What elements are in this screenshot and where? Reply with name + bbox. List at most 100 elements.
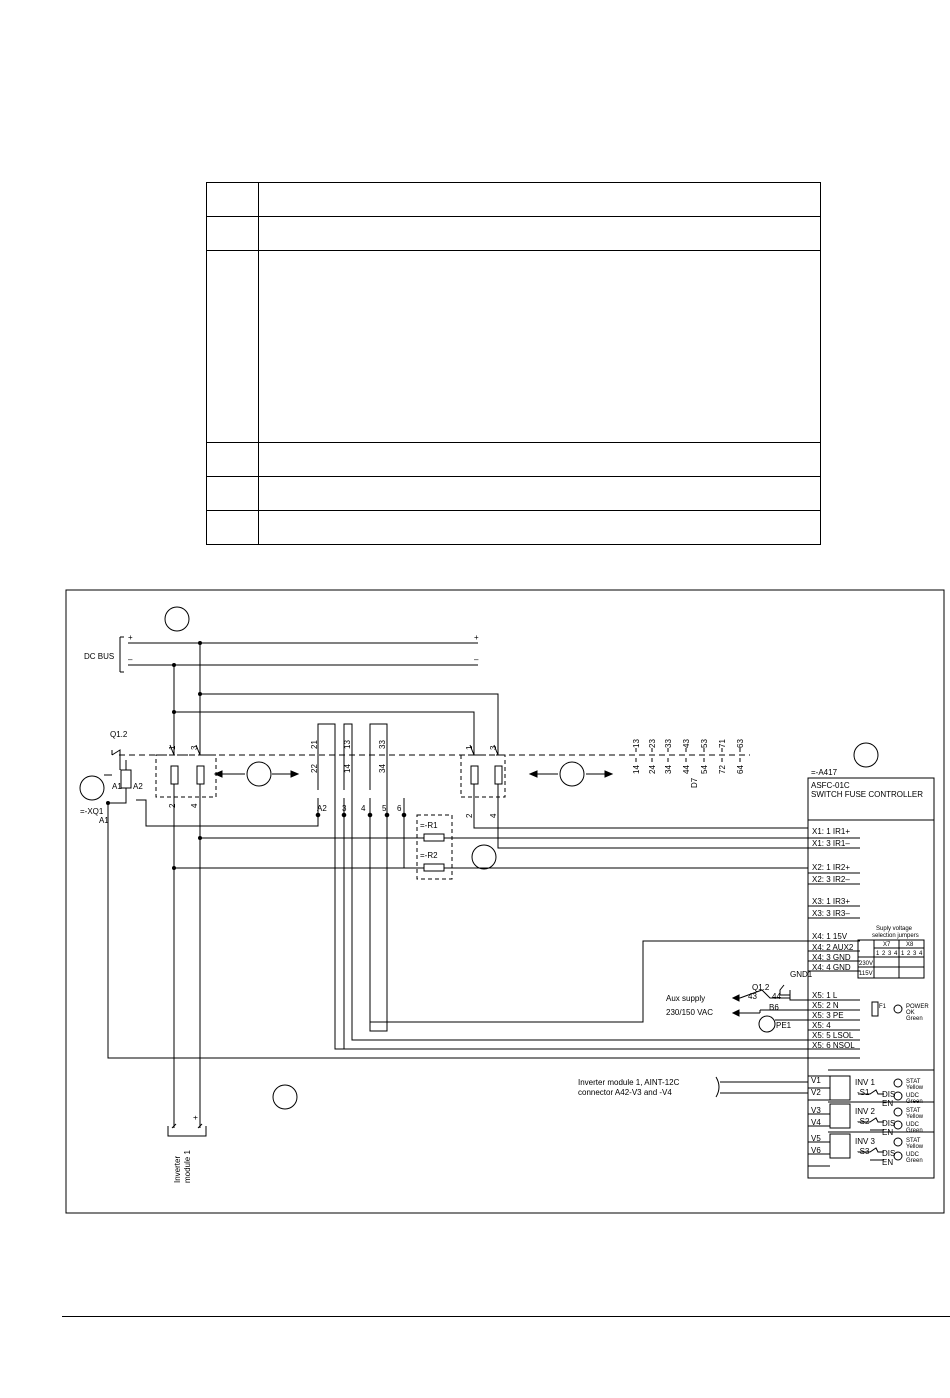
aux-contact-bottom: 44 (682, 765, 691, 774)
bus-minus-label: – (128, 655, 133, 664)
legend-text-cell (258, 216, 821, 251)
xq1-a1-label: A1 (99, 816, 109, 825)
x8-label: X8 (906, 942, 914, 948)
terminal-label: X3: 1 IR3+ (812, 897, 850, 906)
contact-22-label: 22 (310, 764, 319, 773)
controller-title: SWITCH FUSE CONTROLLER (811, 790, 923, 799)
green-label: Green (906, 1099, 923, 1105)
legend-number-cell (206, 250, 259, 443)
jumper-number: 2 (907, 951, 911, 957)
jumper-number: 3 (913, 951, 917, 957)
legend-number-cell (206, 216, 259, 251)
legend-row (206, 182, 821, 217)
udc-label: UDC (906, 1152, 920, 1158)
terminal-rows (808, 837, 860, 1167)
terminal-dot (315, 812, 321, 818)
q12-contact (111, 749, 121, 770)
wire (200, 693, 499, 755)
aux-contact-bank (635, 748, 741, 762)
arrow-head (604, 770, 614, 778)
en-label: EN (882, 1099, 893, 1108)
q12-label: Q1.2 (110, 730, 128, 739)
cable-bracket (167, 1126, 207, 1137)
legend-number-cell (206, 442, 259, 477)
dc-bus-bracket (119, 636, 124, 673)
controller-divider (828, 1069, 934, 1133)
terminal-label: X4: 3 GND (812, 953, 851, 962)
inv-3-label: INV 3 (855, 1137, 876, 1146)
terminal-label: X2: 1 IR2+ (812, 863, 850, 872)
callout-circle (246, 761, 272, 787)
pe1-label: PE1 (776, 1021, 792, 1030)
aux-contact-top: 33 (664, 739, 673, 748)
resistor-box (416, 814, 453, 880)
bus-plus-label: + (474, 633, 479, 642)
bus-plus-label: + (128, 633, 133, 642)
legend-number-cell (206, 510, 259, 545)
power-ok-text: POWER (906, 1004, 929, 1010)
wire (369, 723, 388, 1032)
callout-circle (79, 775, 105, 801)
switch-terminal-4: 4 (489, 813, 498, 818)
coil-a1-label: A1 (112, 782, 122, 791)
callout-circle (164, 606, 190, 632)
en-label: EN (882, 1128, 893, 1137)
inv-2-label: INV 2 (855, 1107, 876, 1116)
arrow-head (528, 770, 538, 778)
wire (343, 723, 808, 1041)
aux-voltage-label: 230/150 VAC (666, 1008, 713, 1017)
r2-label: =-R2 (420, 851, 438, 860)
green-label: Green (906, 1158, 923, 1164)
controller-model: ASFC-01C (811, 781, 850, 790)
controller-box (807, 777, 935, 1179)
contact-13-label: 13 (343, 740, 352, 749)
contact-14-label: 14 (343, 764, 352, 773)
switch-terminal-3: 3 (190, 745, 199, 750)
supply-selection-label: Suply voltage (876, 926, 913, 932)
aux-contact-top: 13 (632, 739, 641, 748)
dis-label: DIS (882, 1149, 895, 1158)
terminal-v3: V3 (811, 1106, 821, 1115)
jumper-number: 4 (919, 951, 923, 957)
udc-label: UDC (906, 1122, 920, 1128)
footer-rule (62, 1316, 950, 1317)
yellow-label: Yellow (906, 1144, 924, 1150)
contact-34-label: 34 (378, 764, 387, 773)
terminal-label: X2: 3 IR2– (812, 875, 850, 884)
contact-43-label: 43 (748, 992, 757, 1001)
terminal-label: X4: 4 GND (812, 963, 851, 972)
stat-label: STAT (906, 1079, 921, 1085)
wire (197, 1123, 203, 1129)
green-label: Green (906, 1128, 923, 1134)
xq1-label: =-XQ1 (80, 807, 104, 816)
jumper-number: 1 (901, 951, 905, 957)
arrow-head (731, 1009, 740, 1017)
terminal-label: X5: 2 N (812, 1001, 839, 1010)
contact-44-label: 44 (772, 992, 781, 1001)
jumper-number: 2 (882, 951, 886, 957)
legend-row (206, 250, 821, 443)
aux-contact-bottom: 64 (736, 765, 745, 774)
aux-contact-bottom: 72 (718, 765, 727, 774)
terminal-label: X1: 3 IR1– (812, 839, 850, 848)
switch-terminal-2: 2 (168, 803, 177, 808)
fuse-symbol (470, 765, 479, 785)
230v-label: 230V (859, 961, 873, 967)
terminal-v6: V6 (811, 1146, 821, 1155)
aux-contact-top: 63 (736, 739, 745, 748)
power-ok-text: OK (906, 1010, 915, 1016)
inverter-module-label: Inverter (173, 1156, 182, 1183)
aux-contact-top: 43 (682, 739, 691, 748)
f1-label: F1 (879, 1004, 887, 1010)
d7-label: D7 (690, 777, 699, 788)
aux-contact-top: 71 (718, 739, 727, 748)
terminal-label: X5: 4 (812, 1021, 831, 1030)
callout-circle (471, 844, 497, 870)
terminal-label: X5: 3 PE (812, 1011, 844, 1020)
aux-contact-bottom: 24 (648, 765, 657, 774)
terminal-label: X4: 1 15V (812, 932, 848, 941)
terminal-label: X5: 5 LSOL (812, 1031, 854, 1040)
power-ok-lamp (893, 1004, 903, 1014)
diagram-frame (65, 589, 945, 1214)
